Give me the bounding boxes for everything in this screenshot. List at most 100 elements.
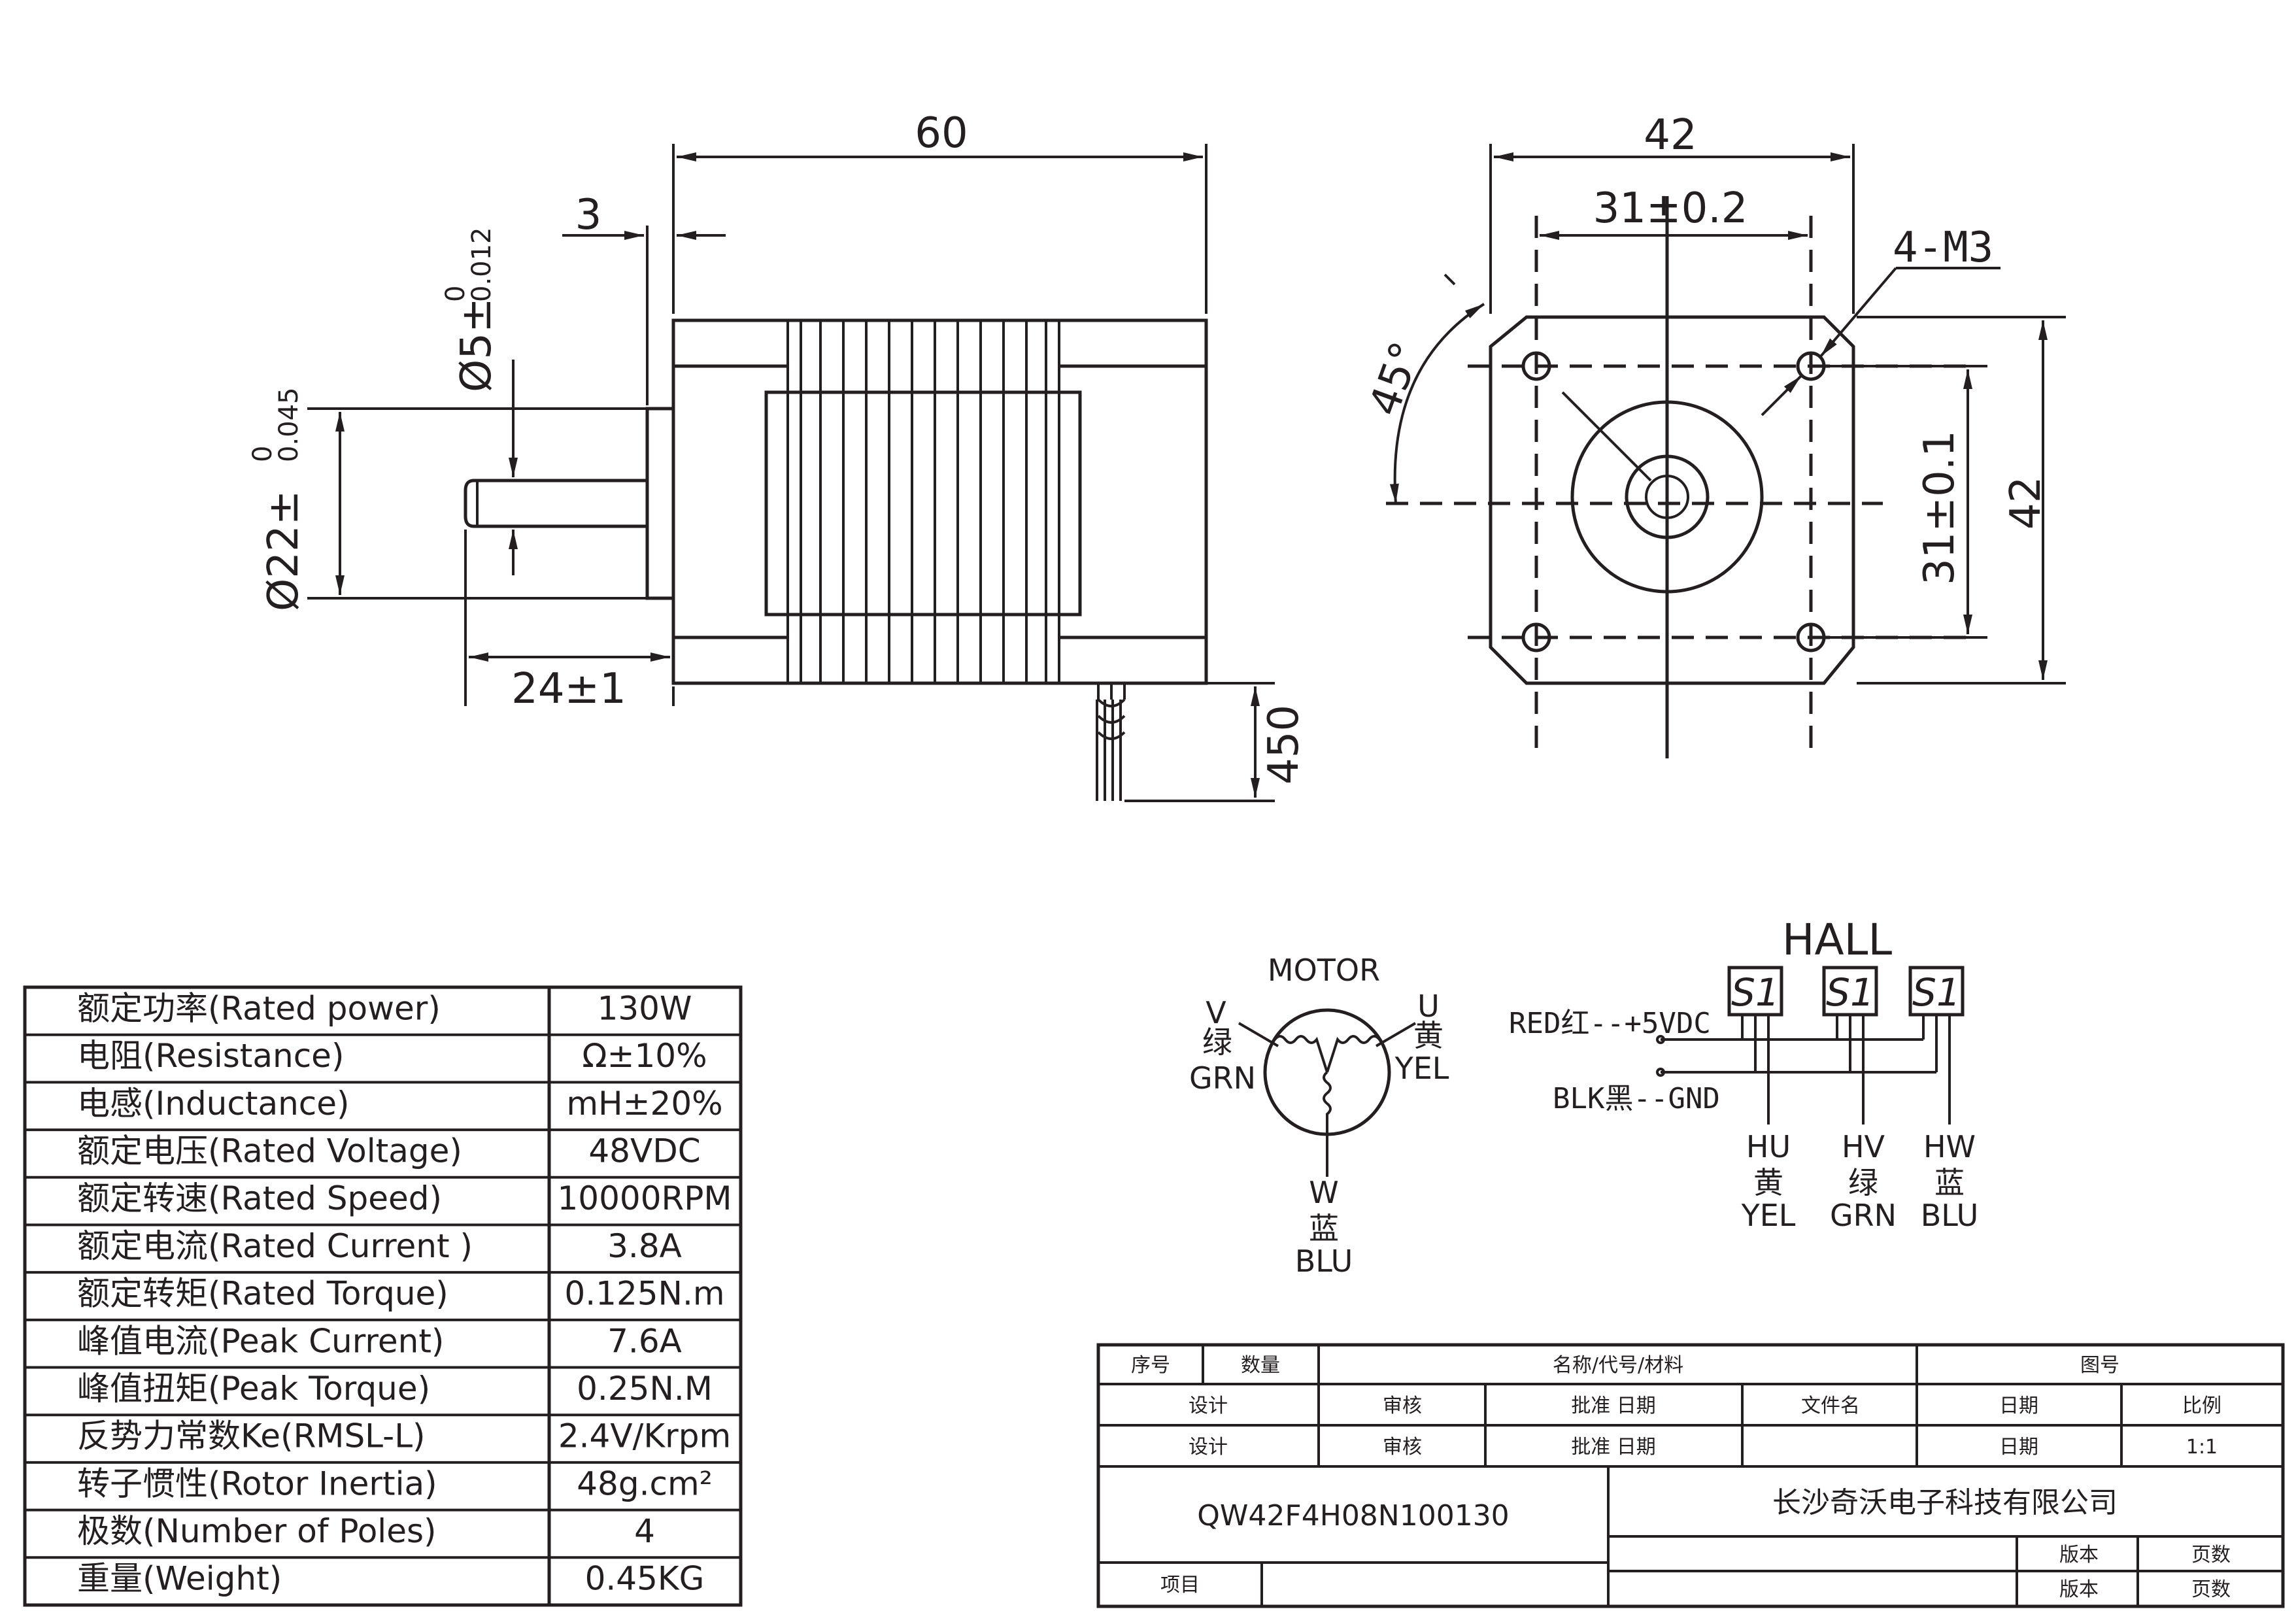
shaft [464,479,647,528]
tb-approve-2: 批准 日期 [1571,1436,1656,1459]
hall-title: HALL [1782,915,1893,965]
dim-pilot-diameter: Ø22± 0 0.045 [248,387,308,611]
motor-v-label: V [1206,995,1226,1030]
spec-label: 重量(Weight) [77,1560,282,1598]
dim-face-height: 42 [2002,477,2050,530]
spec-label: 额定电压(Rated Voltage) [77,1132,462,1170]
stator-band [764,390,1082,617]
spec-value: 4 [634,1512,655,1550]
dim-angle: 45° [1360,336,1430,422]
spec-label: 峰值扭矩(Peak Torque) [77,1370,430,1408]
mount-hole-bl [1521,622,1551,652]
dim-holes: 4-M3 [1893,224,1993,272]
spec-label: 电阻(Resistance) [77,1037,344,1075]
svg-text:绿: 绿 [1848,1165,1878,1200]
spec-label: 反势力常数Ke(RMSL-L) [77,1417,426,1455]
hall-out-hw: HW [1923,1129,1976,1164]
spec-label: 额定电流(Rated Current ) [77,1227,473,1265]
tb-file-name: 文件名 [1801,1395,1860,1417]
spec-value: 7.6A [607,1322,682,1360]
mount-hole-tl [1521,351,1551,381]
hall-out-hv: HV [1842,1129,1885,1164]
spec-label: 额定转速(Rated Speed) [77,1179,442,1217]
dim-face-width: 42 [1644,111,1697,160]
spec-value: 0.25N.M [577,1370,713,1408]
hall-power-label: RED红--+5VDC [1509,1007,1711,1040]
spec-value: 3.8A [607,1227,682,1265]
tb-scale-label: 比例 [2182,1395,2221,1417]
dim-body-length: 60 [915,109,968,158]
svg-text:BLU: BLU [1921,1198,1979,1233]
svg-text:0: 0 [441,286,471,302]
tb-seq: 序号 [1131,1354,1170,1377]
motor-title: MOTOR [1268,953,1380,988]
spec-value: 2.4V/Krpm [558,1417,731,1455]
dim-hole-spacing-v: 31±0.1 [1916,430,1964,585]
svg-text:0: 0 [248,446,278,462]
title-block: 序号 数量 名称/代号/材料 图号 设计 审核 批准 日期 文件名 日期 比例 … [1096,1343,2285,1608]
tb-design-1: 设计 [1189,1395,1228,1417]
motor-u-en: YEL [1394,1051,1449,1086]
shaft-bore [1625,454,1710,539]
motor-v-cn: 绿 [1202,1024,1232,1060]
spec-label: 极数(Number of Poles) [77,1512,437,1550]
hall-wiring-diagram: HALL S1 S1 S1 RED红--+5VDC BLK黑--GND HU 黄… [1509,915,1978,1233]
motor-v-en: GRN [1189,1060,1256,1096]
svg-text:蓝: 蓝 [1934,1165,1965,1200]
motor-w-cn: 蓝 [1309,1211,1339,1246]
tb-review-2: 审核 [1383,1436,1422,1459]
motor-u-cn: 黄 [1413,1018,1443,1053]
hall-out-hu: HU [1746,1129,1791,1164]
spec-label: 额定功率(Rated power) [77,989,441,1027]
spec-value: Ω±10% [582,1037,707,1075]
dim-flange-thickness: 3 [575,191,602,239]
tb-date-2: 日期 [1999,1436,2038,1459]
tb-company: 长沙奇沃电子科技有限公司 [1772,1486,2118,1519]
tb-part-number: QW42F4H08N100130 [1197,1499,1509,1532]
svg-text:S1: S1 [1731,970,1780,1015]
svg-text:YEL: YEL [1741,1198,1796,1233]
spec-label: 额定转矩(Rated Torque) [77,1275,448,1313]
motor-w-label: W [1309,1175,1338,1210]
tb-review-1: 审核 [1383,1395,1422,1417]
spec-label: 电感(Inductance) [77,1085,350,1123]
motor-u-label: U [1417,989,1440,1024]
svg-text:Ø22±: Ø22± [260,490,308,611]
side-view: 60 3 24±1 Ø22± 0 0.045 Ø5± 0 0.012 [248,109,1308,802]
spec-value: 0.45KG [585,1560,705,1598]
svg-text:黄: 黄 [1753,1165,1783,1200]
motor-wiring-diagram: MOTOR V 绿 GRN U 黄 YEL W 蓝 BLU [1189,953,1449,1279]
hall-ground-label: BLK黑--GND [1553,1082,1720,1115]
dim-shaft-length: 24±1 [511,665,626,713]
lead-wires [1096,683,1126,801]
tb-version-1: 版本 [2059,1544,2099,1566]
tb-page-2: 页数 [2191,1578,2231,1601]
pilot-boss [1570,400,1764,594]
spec-value: 130W [598,989,692,1027]
spec-value: 48VDC [588,1132,700,1170]
motor-body-outline [671,318,1208,685]
svg-text:0.045: 0.045 [274,387,304,462]
tb-page-1: 页数 [2191,1544,2231,1566]
svg-text:Ø5±: Ø5± [452,297,501,392]
spec-table: 额定功率(Rated power) 130W 电阻(Resistance) Ω±10%… [23,985,743,1607]
svg-text:S1: S1 [1912,970,1961,1015]
spec-value: mH±20% [566,1085,722,1123]
spec-label: 峰值电流(Peak Current) [77,1322,444,1360]
front-view: 4-M3 42 31±0.2 31±0.1 42 45° [1360,111,2066,758]
tb-name: 名称/代号/材料 [1553,1354,1683,1377]
dim-shaft-diameter: Ø5± 0 0.012 [441,227,501,392]
svg-text:GRN: GRN [1830,1198,1897,1233]
tb-date-1: 日期 [1999,1395,2038,1417]
tb-scale-value: 1:1 [2186,1436,2218,1459]
flange [645,407,675,600]
cooling-fins [786,320,1060,683]
motor-w-en: BLU [1295,1243,1353,1279]
svg-text:0.012: 0.012 [467,227,497,302]
spec-value: 0.125N.m [564,1275,724,1313]
tb-qty: 数量 [1241,1354,1280,1377]
tb-design-2: 设计 [1189,1436,1228,1459]
tb-version-2: 版本 [2059,1578,2099,1601]
tb-project: 项目 [1160,1574,1200,1597]
